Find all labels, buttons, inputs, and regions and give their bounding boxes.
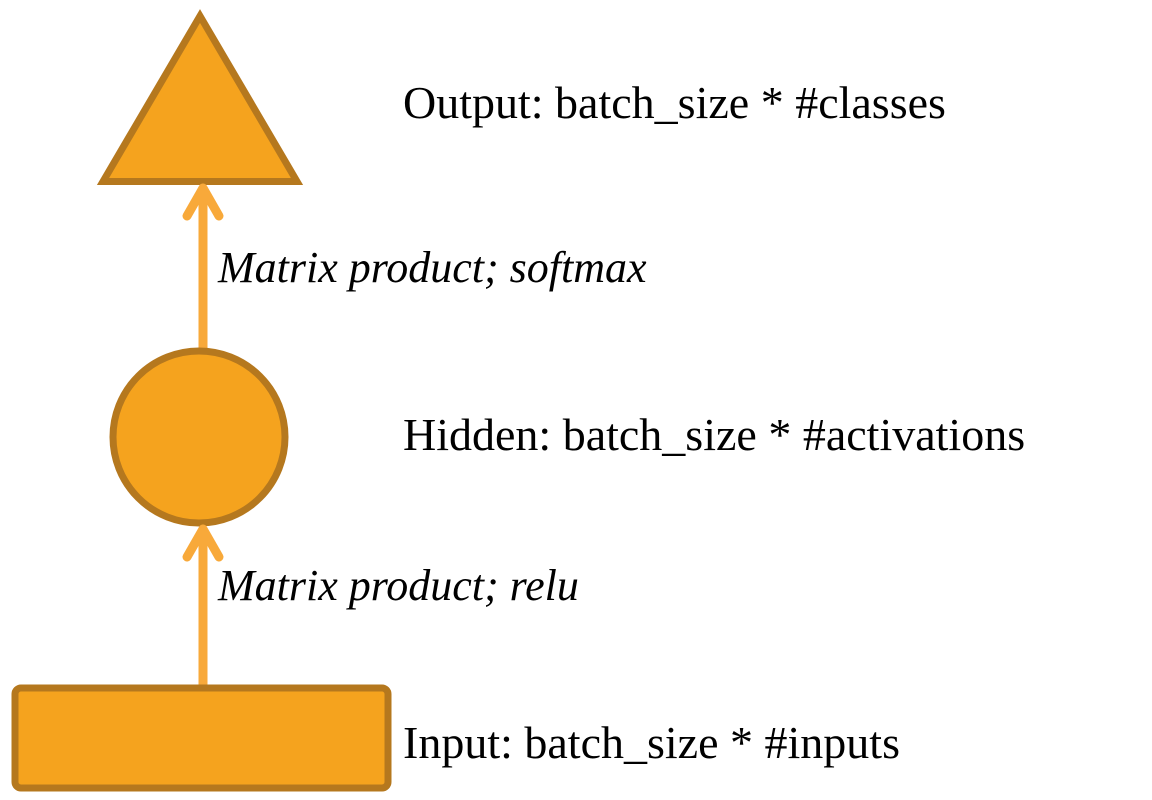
hidden-label: Hidden: batch_size * #activations (403, 409, 1026, 460)
output-label: Output: batch_size * #classes (403, 77, 946, 128)
input-label: Input: batch_size * #inputs (403, 717, 900, 768)
output-triangle-node (96, 9, 304, 185)
arrow-hidden-to-output-icon (182, 183, 224, 348)
arrow-input-to-hidden-icon (182, 524, 224, 689)
hidden-circle-node (109, 347, 289, 527)
edge-label-relu: Matrix product; relu (218, 561, 579, 610)
edge-label-softmax: Matrix product; softmax (218, 243, 647, 292)
input-rectangle-node (11, 684, 392, 792)
